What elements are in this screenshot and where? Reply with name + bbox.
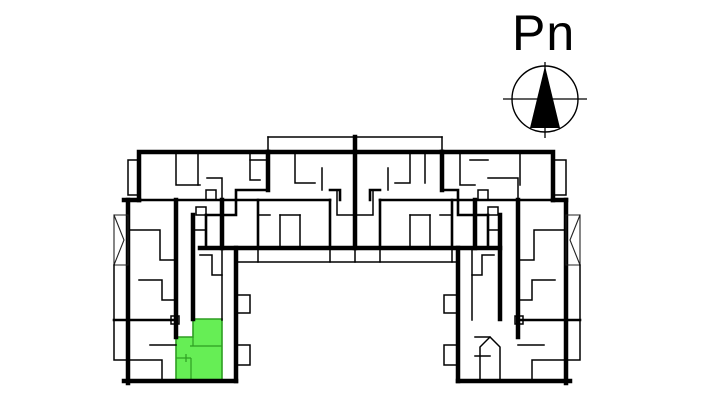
building-walls [112, 134, 582, 386]
highlighted-unit[interactable] [175, 318, 223, 382]
north-label: Pn [512, 5, 576, 61]
north-arrow-icon [503, 62, 587, 138]
